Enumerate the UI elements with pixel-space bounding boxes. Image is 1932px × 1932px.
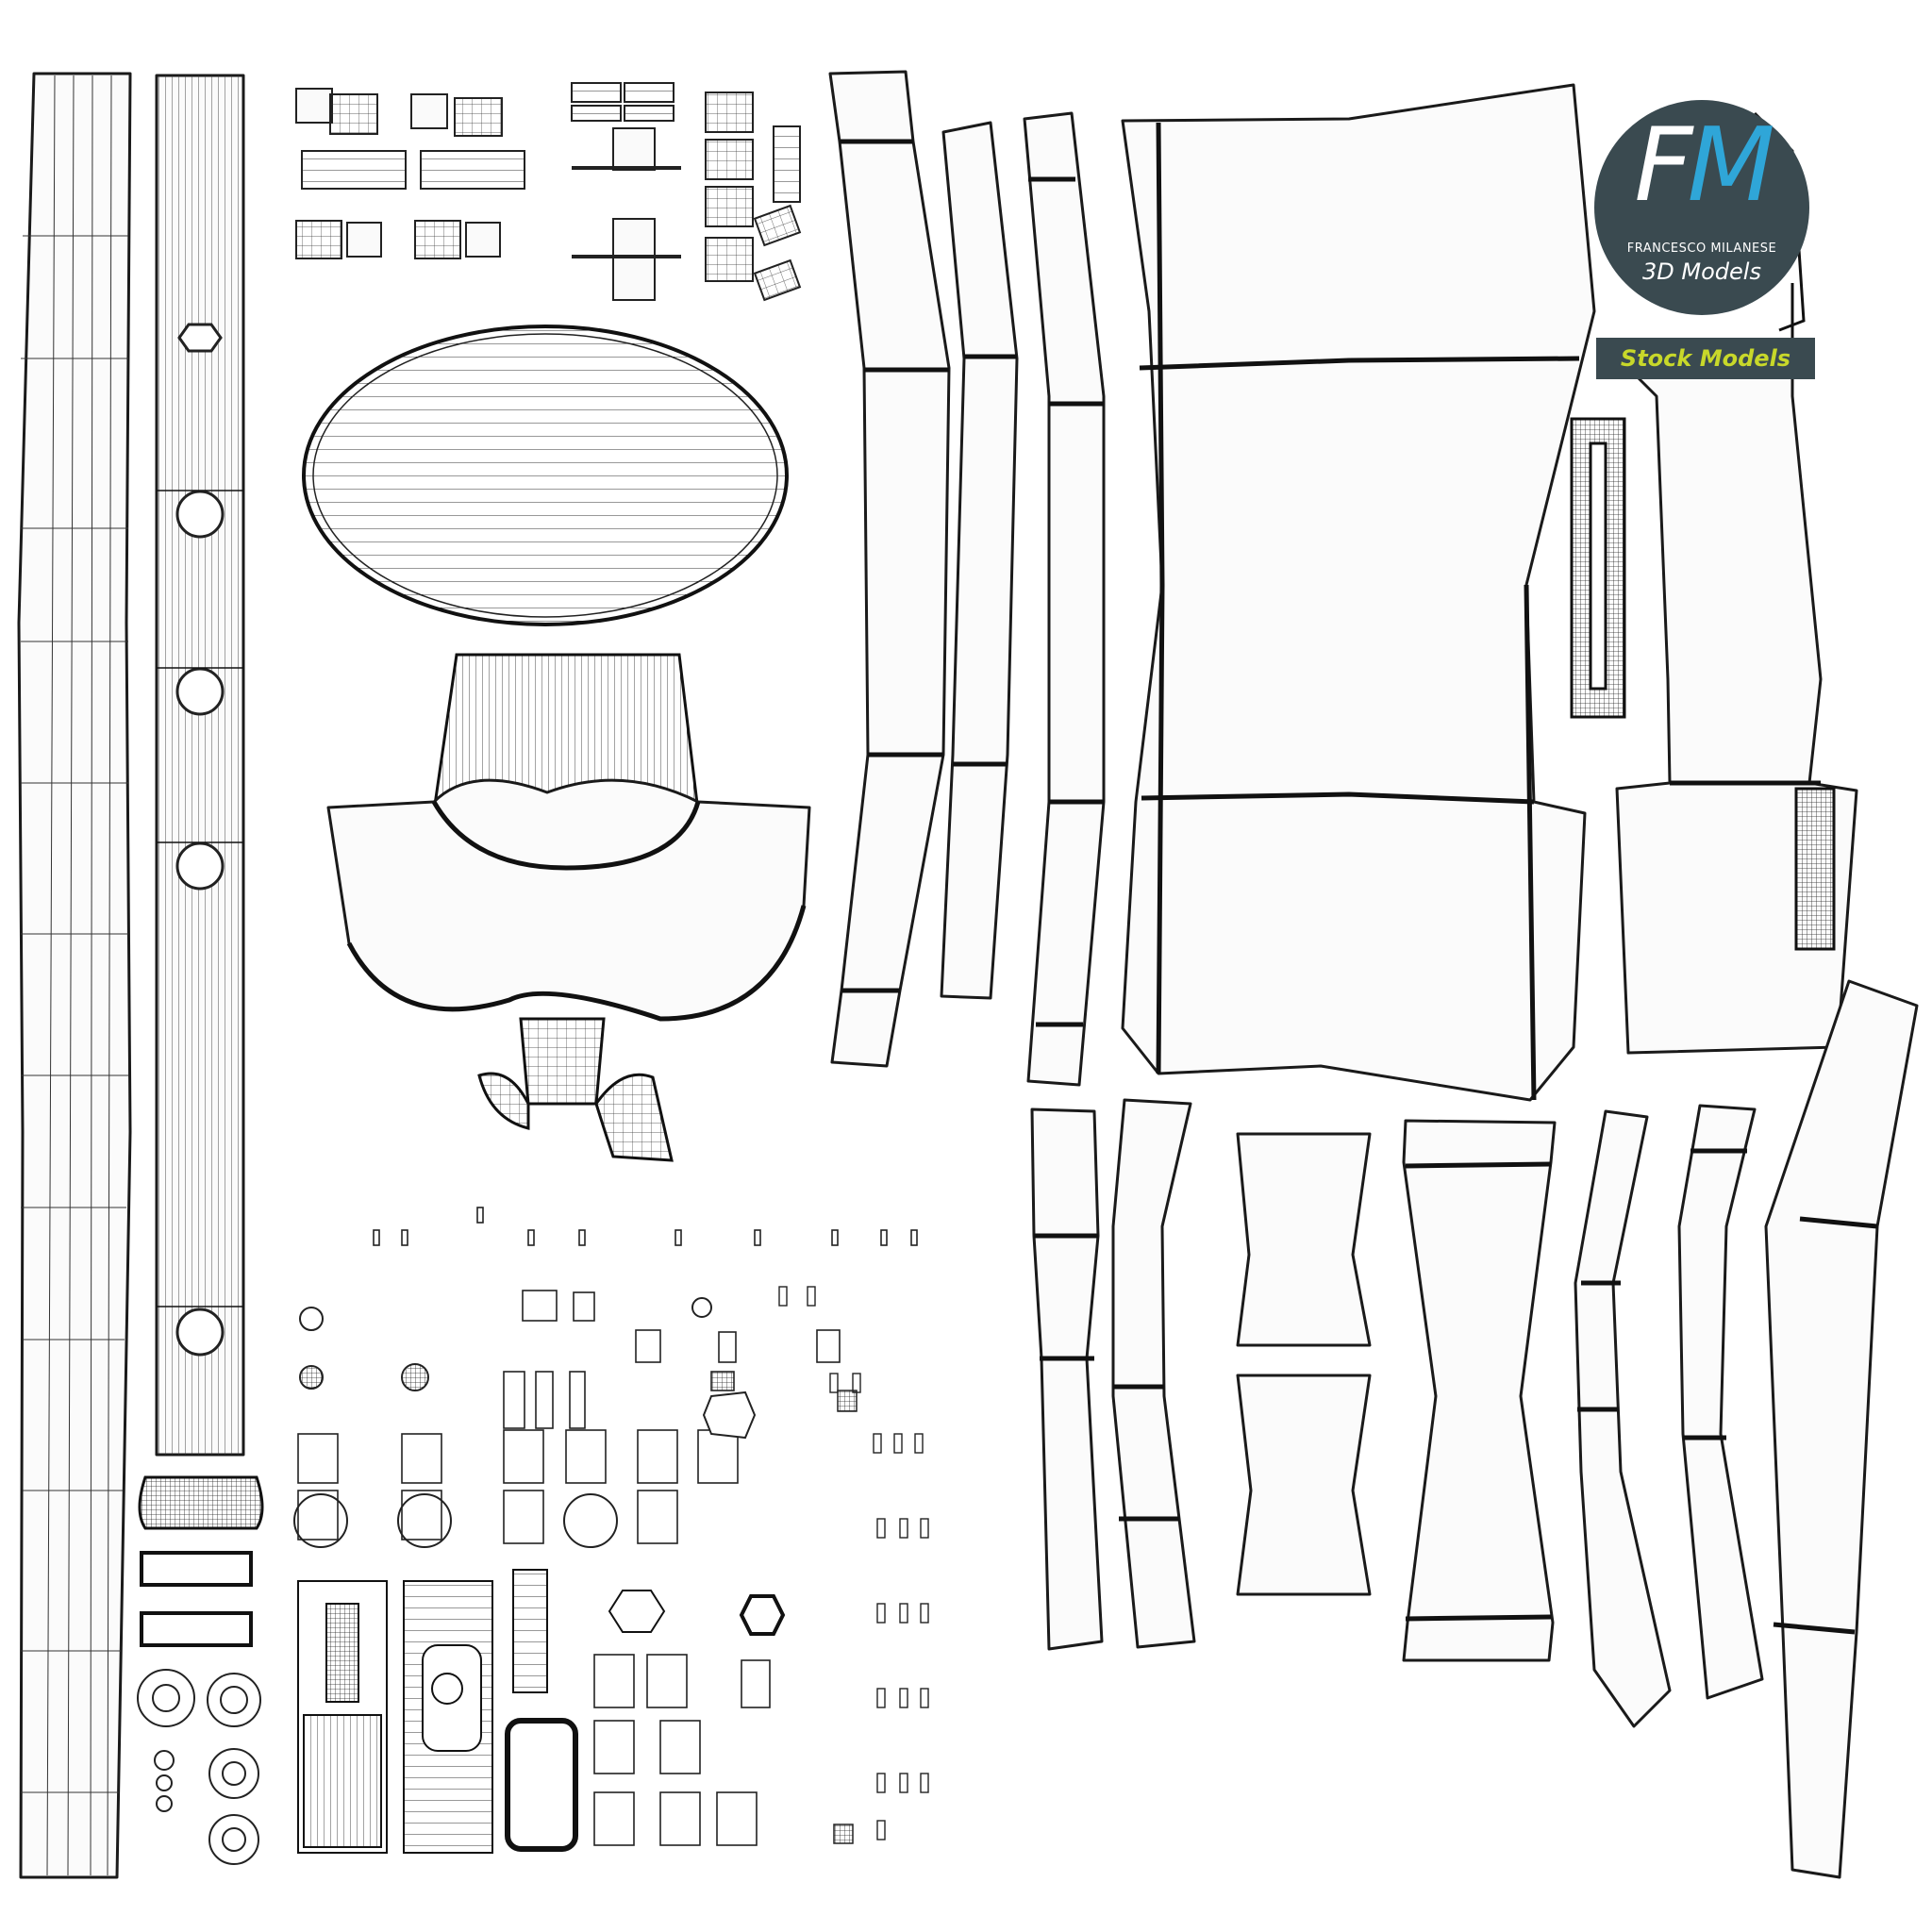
uv-seat-shell	[326, 653, 811, 1022]
uv-hardware-cluster-center	[293, 1207, 929, 1854]
uv-lower-legs-group	[1030, 979, 1919, 1879]
uv-hardware-cluster-left	[137, 1475, 264, 1865]
logo-initial-m: M	[1687, 107, 1774, 225]
uv-back-panel	[1121, 83, 1596, 1102]
uv-ellipse-top	[302, 325, 789, 626]
uv-small-parts-cluster-a	[295, 88, 525, 259]
logo-badge: Stock Models	[1596, 338, 1815, 379]
logo-circle	[1594, 100, 1809, 315]
uv-strip-with-holes	[155, 74, 245, 1457]
logo-subtitle: 3D Models	[1642, 258, 1761, 285]
uv-long-strip-left	[17, 72, 132, 1879]
logo-brand-name: FRANCESCO MILANESE	[1626, 242, 1777, 256]
uv-bent-legs-group-left	[828, 70, 1106, 1087]
uv-frame-piece	[1570, 417, 1626, 719]
logo-initial-f: F	[1634, 107, 1692, 225]
logo-initials: FM	[1592, 115, 1811, 217]
fm-logo: FM FRANCESCO MILANESE 3D Models Stock Mo…	[1592, 100, 1819, 381]
uv-small-parts-cluster-b	[571, 82, 802, 302]
uv-elbow-piece	[477, 1017, 674, 1162]
